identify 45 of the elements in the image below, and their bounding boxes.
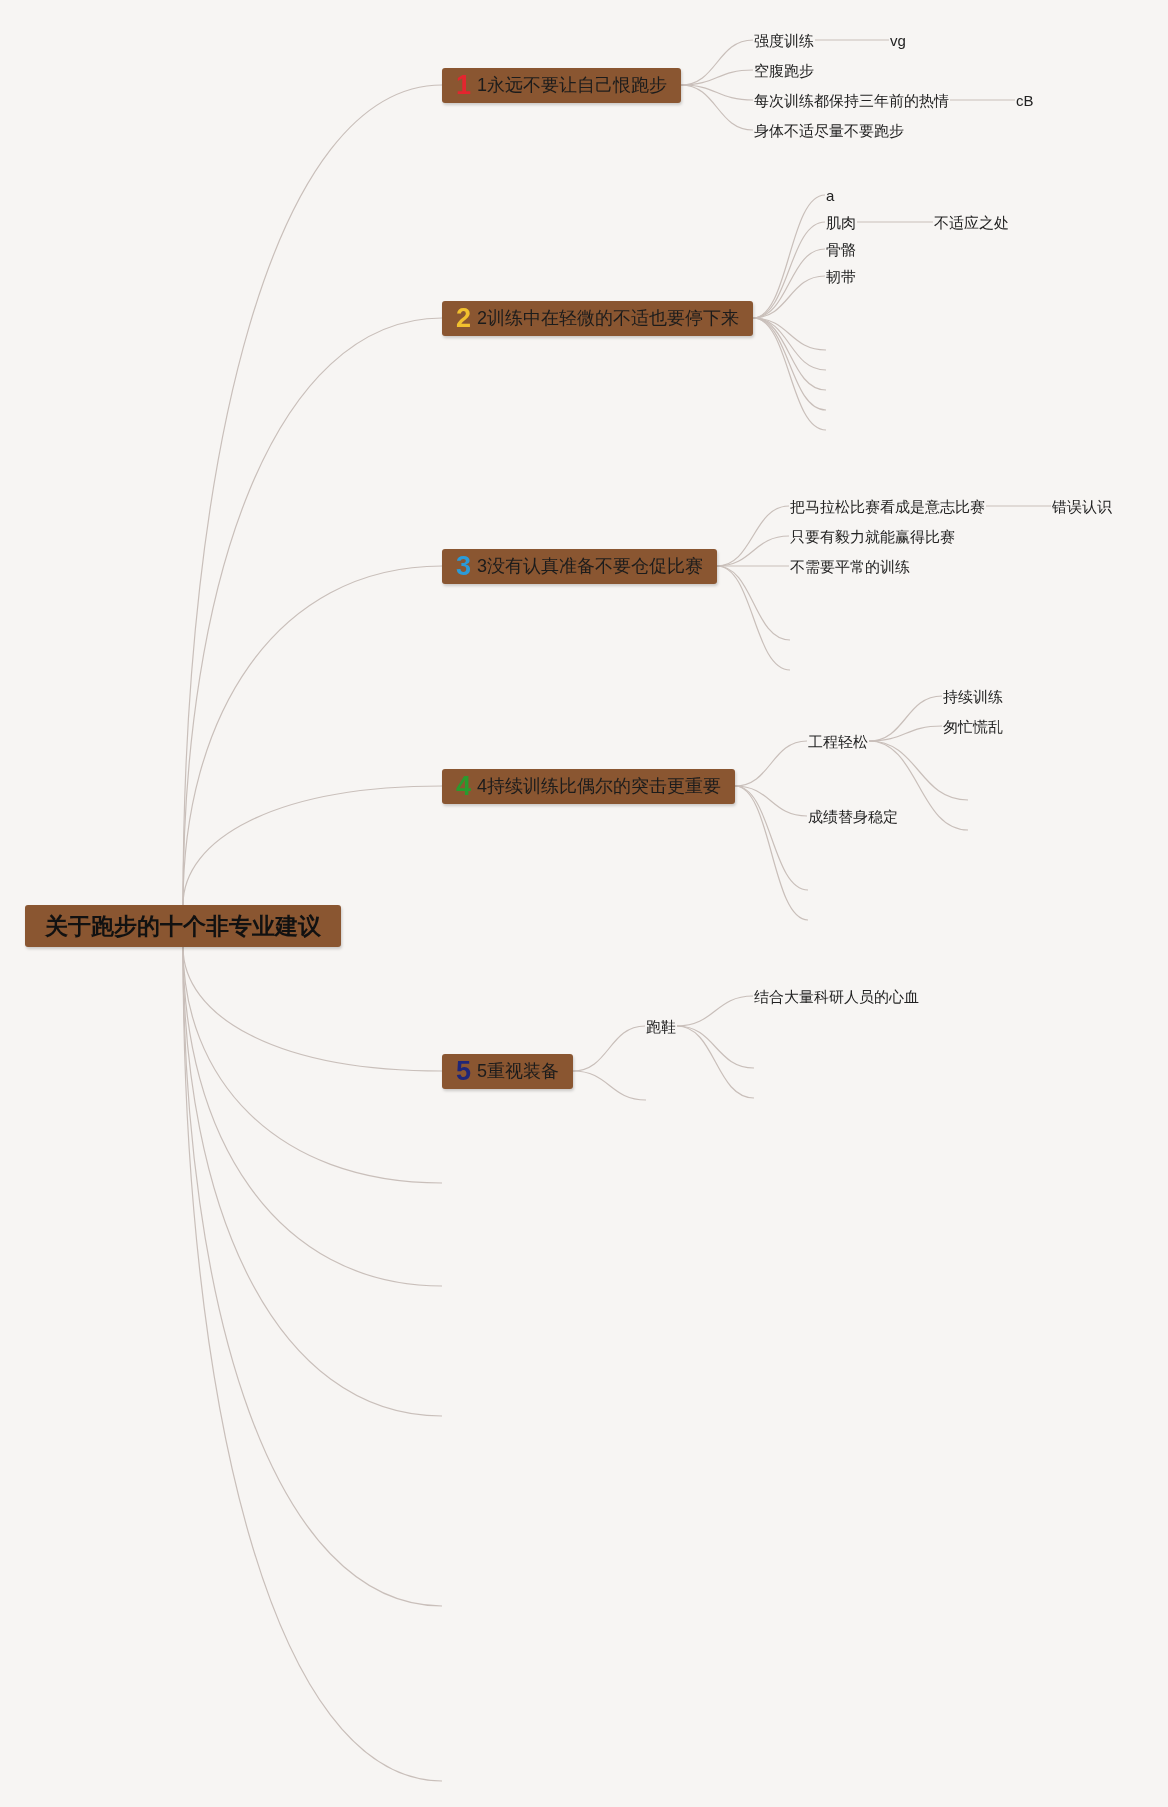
subtopic-text: 匆忙慌乱	[943, 716, 1003, 736]
priority-number: 3	[456, 552, 472, 580]
main-topic-box	[442, 300, 754, 336]
subtopic-text: 成绩替身稳定	[808, 806, 898, 826]
connector-line	[680, 84, 754, 101]
subtopic-text: 不需要平常的训练	[790, 556, 910, 576]
priority-number: 1	[456, 71, 472, 99]
central-topic-title: 关于跑步的十个非专业建议	[45, 912, 321, 941]
subtopic-text: 结合大量科研人员的心血	[754, 986, 919, 1006]
subtopic-text: 每次训练都保持三年前的热情	[754, 90, 949, 110]
connector-line	[182, 785, 443, 906]
connector-line	[676, 1025, 755, 1099]
subtopic-text: a	[826, 185, 835, 205]
subtopic-text: 持续训练	[943, 686, 1003, 706]
connector-line	[572, 1070, 647, 1101]
subtopic-text: vg	[890, 30, 906, 50]
subtopic-text: 只要有毅力就能赢得比赛	[790, 526, 955, 546]
subtopic-text: 身体不适尽量不要跑步	[754, 120, 904, 140]
connector-line	[676, 1025, 755, 1069]
subtopic-text: 工程轻松	[808, 731, 868, 751]
main-topic-title: 4持续训练比偶尔的突击更重要	[477, 774, 722, 798]
subtopic-text: 韧带	[826, 266, 856, 286]
subtopic-text: 错误认识	[1052, 496, 1112, 516]
subtopic-text: cB	[1016, 90, 1034, 110]
priority-number: 2	[456, 304, 472, 332]
connector-line	[868, 740, 969, 831]
subtopic-text: 空腹跑步	[754, 60, 814, 80]
subtopic-text: 肌肉	[826, 212, 856, 232]
main-topic-title: 3没有认真准备不要仓促比赛	[477, 554, 704, 578]
main-topic-title: 5重视装备	[477, 1059, 560, 1083]
subtopic-text: 强度训练	[754, 30, 814, 50]
subtopic-text: 骨骼	[826, 239, 856, 259]
main-topic-box	[442, 67, 682, 103]
main-topic-title: 2训练中在轻微的不适也要停下来	[477, 306, 740, 330]
priority-number: 4	[456, 772, 472, 800]
subtopic-text: 跑鞋	[646, 1016, 676, 1036]
main-topic-title: 1永远不要让自己恨跑步	[477, 73, 668, 97]
main-topic-box	[442, 548, 718, 584]
connector-line	[676, 995, 754, 1027]
priority-number: 5	[456, 1057, 472, 1085]
central-topic-box	[25, 905, 341, 947]
subtopic-text: 不适应之处	[934, 212, 1009, 232]
subtopic-text: 把马拉松比赛看成是意志比赛	[790, 496, 985, 516]
main-topic-box	[442, 1053, 574, 1089]
main-topic-box	[442, 768, 736, 804]
